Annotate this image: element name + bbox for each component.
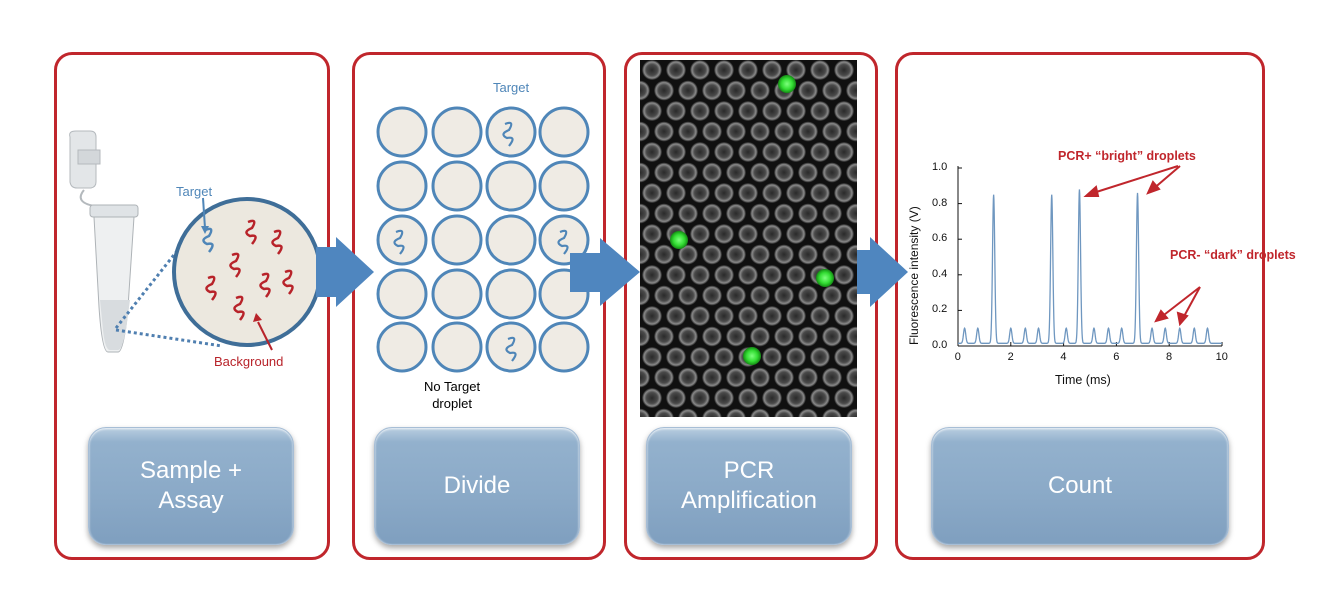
y-tick-label: 0.6 [932, 232, 948, 245]
y-tick-label: 1.0 [932, 161, 948, 173]
x-tick-label: 4 [1060, 351, 1067, 363]
fluorescence-chart [957, 166, 1223, 347]
y-tick-label: 0.4 [932, 267, 948, 280]
y-tick-label: 0.2 [932, 303, 948, 316]
sample-assay-button[interactable]: Sample + Assay [88, 427, 294, 545]
x-tick-label: 0 [954, 351, 961, 363]
target-label: Target [176, 184, 213, 199]
y-axis-label: Fluorescence intensity (V) [907, 206, 921, 345]
divide-button[interactable]: Divide [374, 427, 580, 545]
background-label: Background [214, 354, 284, 369]
pcr-amplification-button[interactable]: PCR Amplification [646, 427, 852, 545]
divide-target-label: Target [493, 80, 530, 95]
flow-arrows [316, 237, 908, 307]
positive-droplet [816, 269, 834, 287]
x-tick-label: 2 [1007, 351, 1014, 363]
dark-droplets-label: PCR- “dark” droplets [1170, 248, 1296, 262]
droplet-grid [376, 106, 590, 373]
y-tick-label: 0.8 [932, 196, 948, 209]
x-tick-label: 8 [1166, 351, 1173, 363]
no-target-label: No Target droplet [424, 379, 481, 411]
target-dna-icon [202, 227, 214, 253]
positive-droplet [743, 347, 761, 365]
y-tick-label: 0.0 [932, 339, 948, 351]
chart-line [958, 189, 1222, 344]
x-axis-label: Time (ms) [1055, 373, 1111, 387]
positive-droplet [778, 75, 796, 93]
positive-droplet [670, 231, 688, 249]
bright-droplets-label: PCR+ “bright” droplets [1058, 149, 1196, 163]
x-tick-label: 6 [1113, 351, 1120, 363]
count-button[interactable]: Count [931, 427, 1229, 545]
droplet-fluorescence-image [640, 60, 857, 417]
x-tick-label: 10 [1215, 351, 1228, 363]
